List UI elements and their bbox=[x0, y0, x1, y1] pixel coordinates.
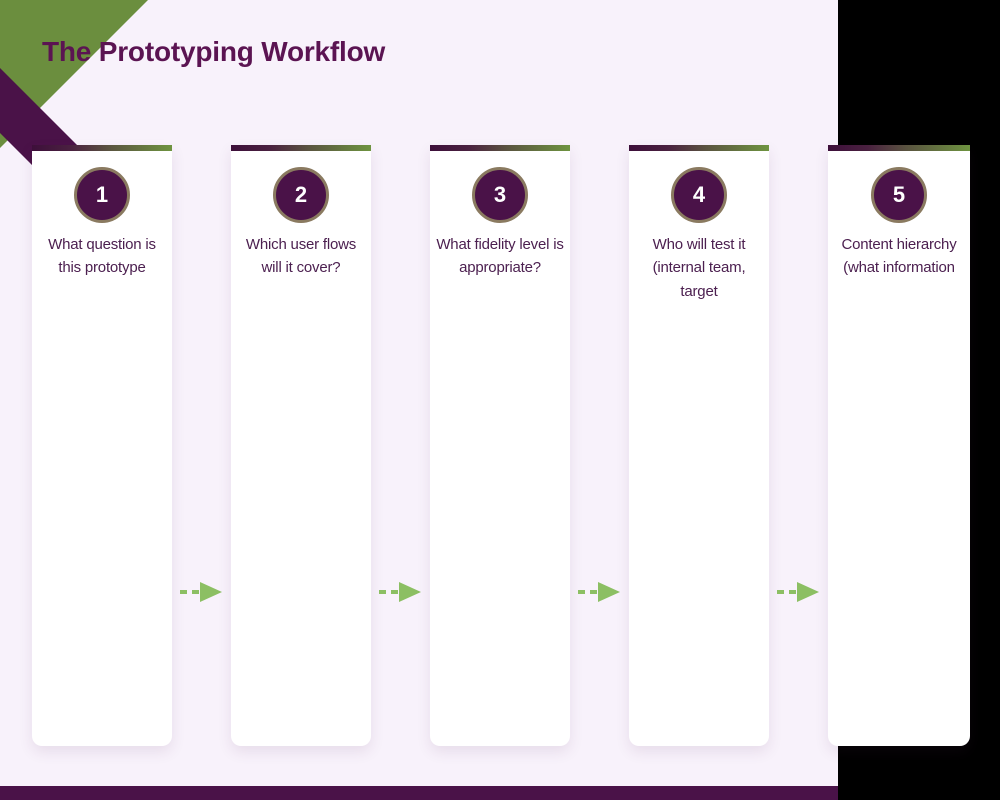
card-accent-bar-1 bbox=[32, 145, 172, 151]
arrow-step-4-to-5 bbox=[777, 582, 821, 602]
step-text-1: What question is this prototype bbox=[48, 236, 156, 277]
arrow-dash-icon bbox=[777, 590, 799, 594]
arrow-dash-icon bbox=[379, 590, 401, 594]
card-accent-bar-5 bbox=[828, 145, 970, 151]
step-number-badge-2: 2 bbox=[273, 167, 329, 223]
card-accent-bar-2 bbox=[231, 145, 371, 151]
card-accent-bar-3 bbox=[430, 145, 570, 151]
step-text-5: Content hierarchy (what information bbox=[841, 236, 957, 277]
step-card-3[interactable]: 3 What fidelity level is appropriate? bbox=[430, 145, 570, 746]
workflow-steps-row: 1 What question is this prototype 2 Whic… bbox=[0, 145, 1000, 746]
arrow-dash-icon bbox=[180, 590, 202, 594]
step-number-badge-5: 5 bbox=[871, 167, 927, 223]
step-card-1[interactable]: 1 What question is this prototype bbox=[32, 145, 172, 746]
card-accent-bar-4 bbox=[629, 145, 769, 151]
footer-purple-band bbox=[0, 786, 838, 800]
arrow-head-icon bbox=[200, 582, 222, 602]
step-card-2[interactable]: 2 Which user flows will it cover? bbox=[231, 145, 371, 746]
arrow-step-3-to-4 bbox=[578, 582, 622, 602]
step-text-3: What fidelity level is appropriate? bbox=[436, 236, 564, 277]
arrow-step-2-to-3 bbox=[379, 582, 423, 602]
step-number-badge-1: 1 bbox=[74, 167, 130, 223]
arrow-step-1-to-2 bbox=[180, 582, 224, 602]
step-text-2: Which user flows will it cover? bbox=[245, 236, 357, 277]
arrow-head-icon bbox=[399, 582, 421, 602]
arrow-head-icon bbox=[598, 582, 620, 602]
step-number-badge-3: 3 bbox=[472, 167, 528, 223]
step-card-4[interactable]: 4 Who will test it (internal team, targe… bbox=[629, 145, 769, 746]
step-text-4: Who will test it (internal team, target bbox=[652, 236, 746, 300]
step-card-5[interactable]: 5 Content hierarchy (what information bbox=[828, 145, 970, 746]
arrow-dash-icon bbox=[578, 590, 600, 594]
step-number-badge-4: 4 bbox=[671, 167, 727, 223]
page-title: The Prototyping Workflow bbox=[42, 36, 386, 67]
arrow-head-icon bbox=[797, 582, 819, 602]
